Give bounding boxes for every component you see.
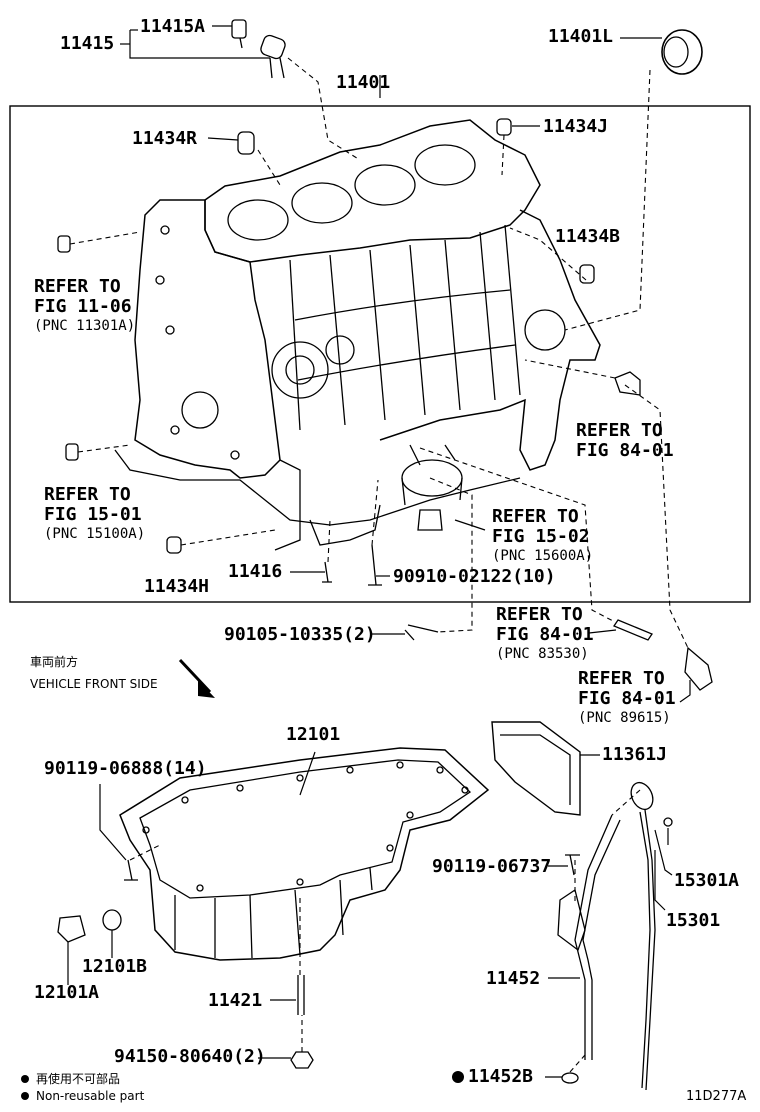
pin-11434H bbox=[166, 536, 182, 554]
callout-11415A: 11415A bbox=[140, 16, 206, 37]
refer-2-pnc: (PNC 15100A) bbox=[44, 526, 146, 542]
non-reusable-marker bbox=[452, 1071, 464, 1083]
refer-3-fig: FIG 84-01 bbox=[576, 440, 674, 461]
refer-5-title: REFER TO bbox=[496, 604, 583, 625]
refer-4-title: REFER TO bbox=[492, 506, 579, 527]
refer-6-title: REFER TO bbox=[578, 668, 665, 689]
legend-bullet-2 bbox=[21, 1092, 29, 1100]
oil-pan bbox=[119, 747, 490, 961]
pin-11434R bbox=[237, 131, 255, 155]
callout-94150-80640: 94150-80640(2) bbox=[114, 1046, 266, 1067]
dipstick-guide-tube bbox=[557, 814, 621, 1060]
cylinder-block-frame bbox=[9, 105, 751, 603]
refer-4-pnc: (PNC 15600A) bbox=[492, 548, 594, 564]
callout-11421: 11421 bbox=[208, 990, 263, 1011]
callout-15301: 15301 bbox=[666, 910, 721, 931]
refer-5-fig: FIG 84-01 bbox=[496, 624, 594, 645]
refer-2-fig: FIG 15-01 bbox=[44, 504, 142, 525]
refer-6-pnc: (PNC 89615) bbox=[578, 710, 671, 726]
refer-6-fig: FIG 84-01 bbox=[578, 688, 676, 709]
refer-2-title: REFER TO bbox=[44, 484, 131, 505]
refer-5-pnc: (PNC 83530) bbox=[496, 646, 589, 662]
refer-1-title: REFER TO bbox=[34, 276, 121, 297]
pin-refer-1 bbox=[57, 235, 71, 253]
refer-1-fig: FIG 11-06 bbox=[34, 296, 132, 317]
cylinder-block bbox=[114, 119, 601, 551]
diagram-id: 11D277A bbox=[686, 1089, 747, 1104]
oil-seal-11401L bbox=[661, 29, 703, 75]
vent-plug-part bbox=[231, 19, 286, 79]
callout-12101A: 12101A bbox=[34, 982, 100, 1003]
pin-11434B bbox=[579, 264, 595, 284]
oil-pan-baffle bbox=[491, 721, 581, 816]
pin-11434J bbox=[496, 118, 512, 136]
callout-11401: 11401 bbox=[336, 72, 391, 93]
vehicle-front-jp: 車両前方 bbox=[30, 655, 79, 669]
legend-jp: 再使用不可部品 bbox=[36, 1072, 121, 1086]
refer-4-fig: FIG 15-02 bbox=[492, 526, 590, 547]
legend-bullet-1 bbox=[21, 1075, 29, 1083]
vehicle-front-en: VEHICLE FRONT SIDE bbox=[30, 677, 158, 691]
callout-11434H: 11434H bbox=[144, 576, 210, 597]
callout-12101B: 12101B bbox=[82, 956, 148, 977]
callout-90910-02122: 90910-02122(10) bbox=[393, 566, 556, 587]
callout-11416: 11416 bbox=[228, 561, 283, 582]
callout-11401L: 11401L bbox=[548, 26, 614, 47]
pin-refer-2 bbox=[65, 443, 79, 461]
callout-90119-06737: 90119-06737 bbox=[432, 856, 552, 877]
callout-11361J: 11361J bbox=[602, 744, 668, 765]
dipstick bbox=[630, 781, 673, 1091]
callout-11434R: 11434R bbox=[132, 128, 198, 149]
callout-12101: 12101 bbox=[286, 724, 341, 745]
callout-11415: 11415 bbox=[60, 33, 115, 54]
refer-1-pnc: (PNC 11301A) bbox=[34, 318, 136, 334]
callout-11434J: 11434J bbox=[543, 116, 609, 137]
callout-15301A: 15301A bbox=[674, 870, 740, 891]
callout-11452: 11452 bbox=[486, 968, 541, 989]
callout-90119-06888: 90119-06888(14) bbox=[44, 758, 207, 779]
refer-3-title: REFER TO bbox=[576, 420, 663, 441]
callout-90105-10335: 90105-10335(2) bbox=[224, 624, 376, 645]
legend-en: Non-reusable part bbox=[36, 1089, 145, 1103]
callout-11434B: 11434B bbox=[555, 226, 621, 247]
callout-11452B: 11452B bbox=[468, 1066, 534, 1087]
